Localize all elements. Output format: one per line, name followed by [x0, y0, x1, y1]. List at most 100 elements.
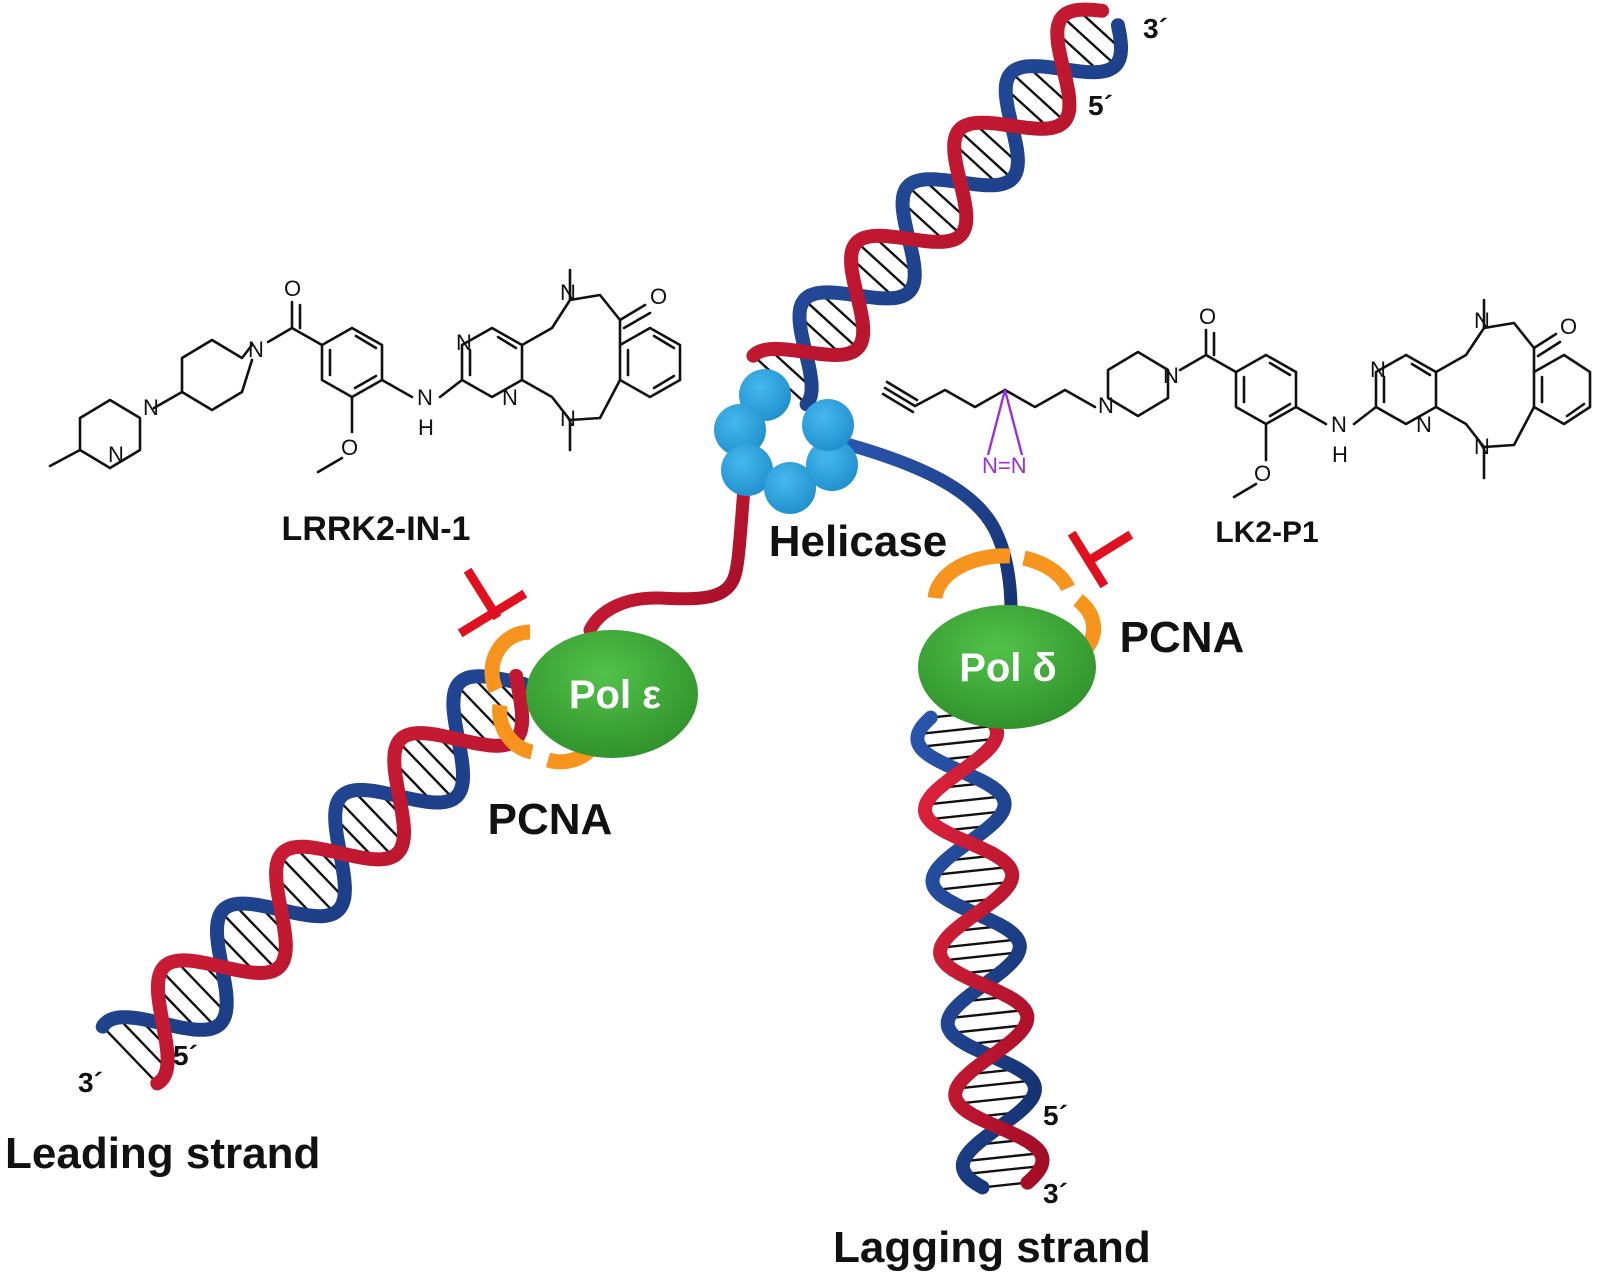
- helicase-subunit: [806, 439, 858, 491]
- helicase-label: Helicase: [769, 517, 948, 566]
- base-pair-rung: [160, 969, 217, 1029]
- dna-strand-red: [150, 668, 530, 1091]
- pcna-label-left: PCNA: [488, 795, 613, 844]
- base-pair-rung: [803, 298, 859, 350]
- base-pair-rung: [947, 1008, 1027, 1020]
- helicase-subunit: [714, 404, 766, 456]
- chem-atom: N: [502, 385, 518, 410]
- pol-delta: [918, 605, 1096, 729]
- chem-atom: N: [1474, 434, 1490, 459]
- pol-epsilon-label: Pol ε: [569, 673, 661, 717]
- lagging-strand-label: Lagging strand: [833, 1223, 1151, 1272]
- base-pair-rung: [934, 880, 1012, 892]
- base-pair-rung: [981, 1181, 1029, 1189]
- pol-epsilon: [526, 630, 698, 758]
- base-pair-rung: [471, 675, 523, 729]
- dna-strand-red: [746, 2, 1110, 363]
- base-pair-rung: [906, 185, 963, 236]
- chem-atom: N: [248, 337, 264, 362]
- base-pair-rung: [849, 256, 897, 300]
- base-pair-rung: [927, 810, 1004, 821]
- base-pair-rung: [953, 142, 1000, 186]
- chem-atom: H: [418, 415, 434, 440]
- chem-atom: O: [284, 276, 301, 301]
- top-3prime-label: 3´: [1143, 13, 1168, 44]
- inhibition-symbol-right: [1067, 530, 1134, 589]
- chem-atom: N: [560, 280, 576, 305]
- chem-atom: N: [143, 395, 159, 420]
- base-pair-rung: [957, 129, 1014, 181]
- base-pair-rung: [924, 795, 1004, 806]
- base-pair-rung: [972, 121, 1020, 165]
- chem-atom: N: [1416, 412, 1432, 437]
- base-pair-rung: [174, 959, 227, 1014]
- chem-atom: O: [1254, 461, 1271, 486]
- base-pair-rung: [1010, 71, 1066, 123]
- base-pair-rung: [939, 938, 1020, 949]
- chem-atom: N: [1474, 308, 1490, 333]
- helicase-ring: [714, 369, 858, 514]
- base-pair-rung: [855, 241, 912, 292]
- dna-strand-blue: [792, 18, 1128, 412]
- base-pair-rung: [932, 865, 1011, 877]
- chem-atom: N: [1098, 393, 1114, 418]
- chem-atom: N: [456, 330, 472, 355]
- bottom-5prime-label: 5´: [1043, 1100, 1068, 1131]
- base-pair-rung: [941, 951, 1020, 962]
- chem-atom: N: [417, 385, 433, 410]
- base-pair-rung: [950, 1023, 1027, 1035]
- base-pair-rung: [337, 798, 395, 858]
- leading-strand-helix: [95, 668, 531, 1091]
- diazirine-atoms: N=N: [982, 453, 1027, 478]
- chem-atom: O: [1560, 314, 1577, 339]
- lrrk2-in-1-structure: N N N O O N H N N N O N: [48, 268, 682, 474]
- chem-atom: N: [1370, 357, 1386, 382]
- base-pair-rung: [352, 789, 405, 844]
- bottom-3prime-label: 3´: [1043, 1178, 1068, 1209]
- leading-strand-label: Leading strand: [5, 1129, 320, 1178]
- base-pair-rung: [294, 845, 346, 900]
- base-pair-rung: [410, 732, 464, 788]
- base-pair-rung: [962, 1151, 1042, 1163]
- chem-atom: N: [108, 442, 124, 467]
- base-pair-rung: [916, 724, 997, 736]
- helicase-subunit: [764, 462, 816, 514]
- dna-strand-blue: [910, 710, 1042, 1195]
- chem-atom: H: [1332, 442, 1348, 467]
- base-pair-rung: [918, 737, 998, 749]
- lagging-strand-helix: [910, 705, 1050, 1195]
- lrrk2-in-1-label: LRRK2-IN-1: [282, 510, 471, 548]
- pcna-label-right: PCNA: [1120, 613, 1245, 662]
- helicase-subunit: [802, 399, 854, 451]
- left-5prime-label: 5´: [173, 1040, 198, 1071]
- base-pair-rung: [232, 903, 286, 959]
- chem-atom: O: [650, 284, 667, 309]
- dna-strand-red: [918, 705, 1050, 1190]
- lk2-p1-structure: N=N N N O O N H: [881, 298, 1592, 499]
- top-5prime-label: 5´: [1088, 90, 1113, 121]
- base-pair-rung: [1061, 15, 1117, 67]
- lagging-template-single-strand: [843, 438, 1018, 647]
- lk2-p1-label: LK2-P1: [1215, 516, 1318, 549]
- chem-atom: O: [1199, 304, 1216, 329]
- dna-strand-blue: [95, 669, 531, 1037]
- chem-atom: N: [1331, 412, 1347, 437]
- base-pair-rung: [955, 1079, 1034, 1090]
- base-pair-rung: [964, 1164, 1043, 1176]
- inhibition-symbol-left: [457, 567, 528, 638]
- base-pair-rung: [397, 740, 455, 801]
- base-pair-rung: [116, 1016, 169, 1070]
- helicase-subunit: [721, 444, 773, 496]
- chem-atom: N: [1163, 363, 1179, 388]
- base-pair-rung: [220, 911, 278, 971]
- chem-atom: O: [341, 435, 358, 460]
- chem-atom: N: [560, 406, 576, 431]
- left-3prime-label: 3´: [78, 1067, 103, 1098]
- leading-template-single-strand: [583, 438, 755, 637]
- pol-delta-label: Pol δ: [959, 646, 1057, 690]
- parental-dna-helix: [746, 2, 1128, 412]
- base-pair-rung: [957, 1094, 1035, 1105]
- base-pair-rung: [278, 854, 336, 915]
